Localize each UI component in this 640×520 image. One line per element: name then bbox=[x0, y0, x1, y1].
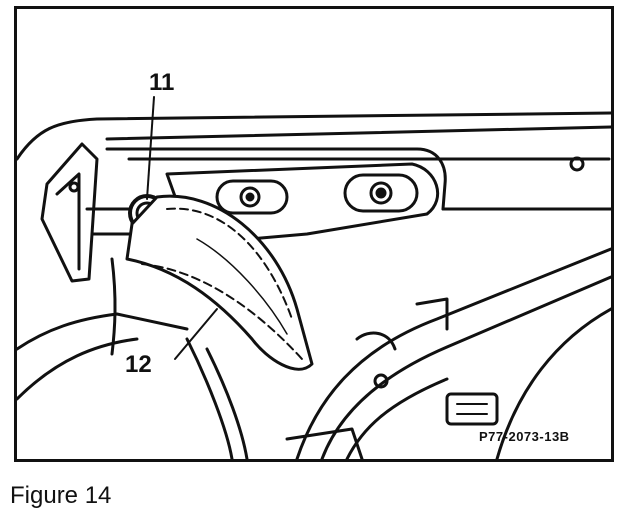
technical-illustration bbox=[17, 96, 611, 459]
callout-number-12: 12 bbox=[125, 351, 152, 378]
lower-left-panel bbox=[17, 257, 249, 459]
rail-hole bbox=[569, 156, 585, 172]
callout-number-11: 11 bbox=[149, 69, 175, 96]
latch-bracket bbox=[40, 142, 134, 283]
upper-frame-rail bbox=[17, 111, 611, 211]
curved-arm-12 bbox=[125, 194, 314, 371]
leader-line-11 bbox=[146, 96, 155, 200]
figure-caption: Figure 14 bbox=[10, 482, 112, 509]
figure-frame: 11 12 P77-2073-13B bbox=[14, 6, 614, 462]
slot-fastener-left bbox=[239, 186, 261, 208]
frame-clip bbox=[445, 392, 499, 426]
frame-hole bbox=[373, 373, 389, 389]
slot-fastener-right bbox=[369, 181, 393, 205]
leader-line-12 bbox=[174, 308, 218, 360]
reference-code: P77-2073-13B bbox=[479, 429, 570, 444]
adjustment-slot-right bbox=[343, 173, 419, 213]
window-frame bbox=[285, 247, 611, 459]
adjustment-slot-left bbox=[215, 179, 289, 215]
